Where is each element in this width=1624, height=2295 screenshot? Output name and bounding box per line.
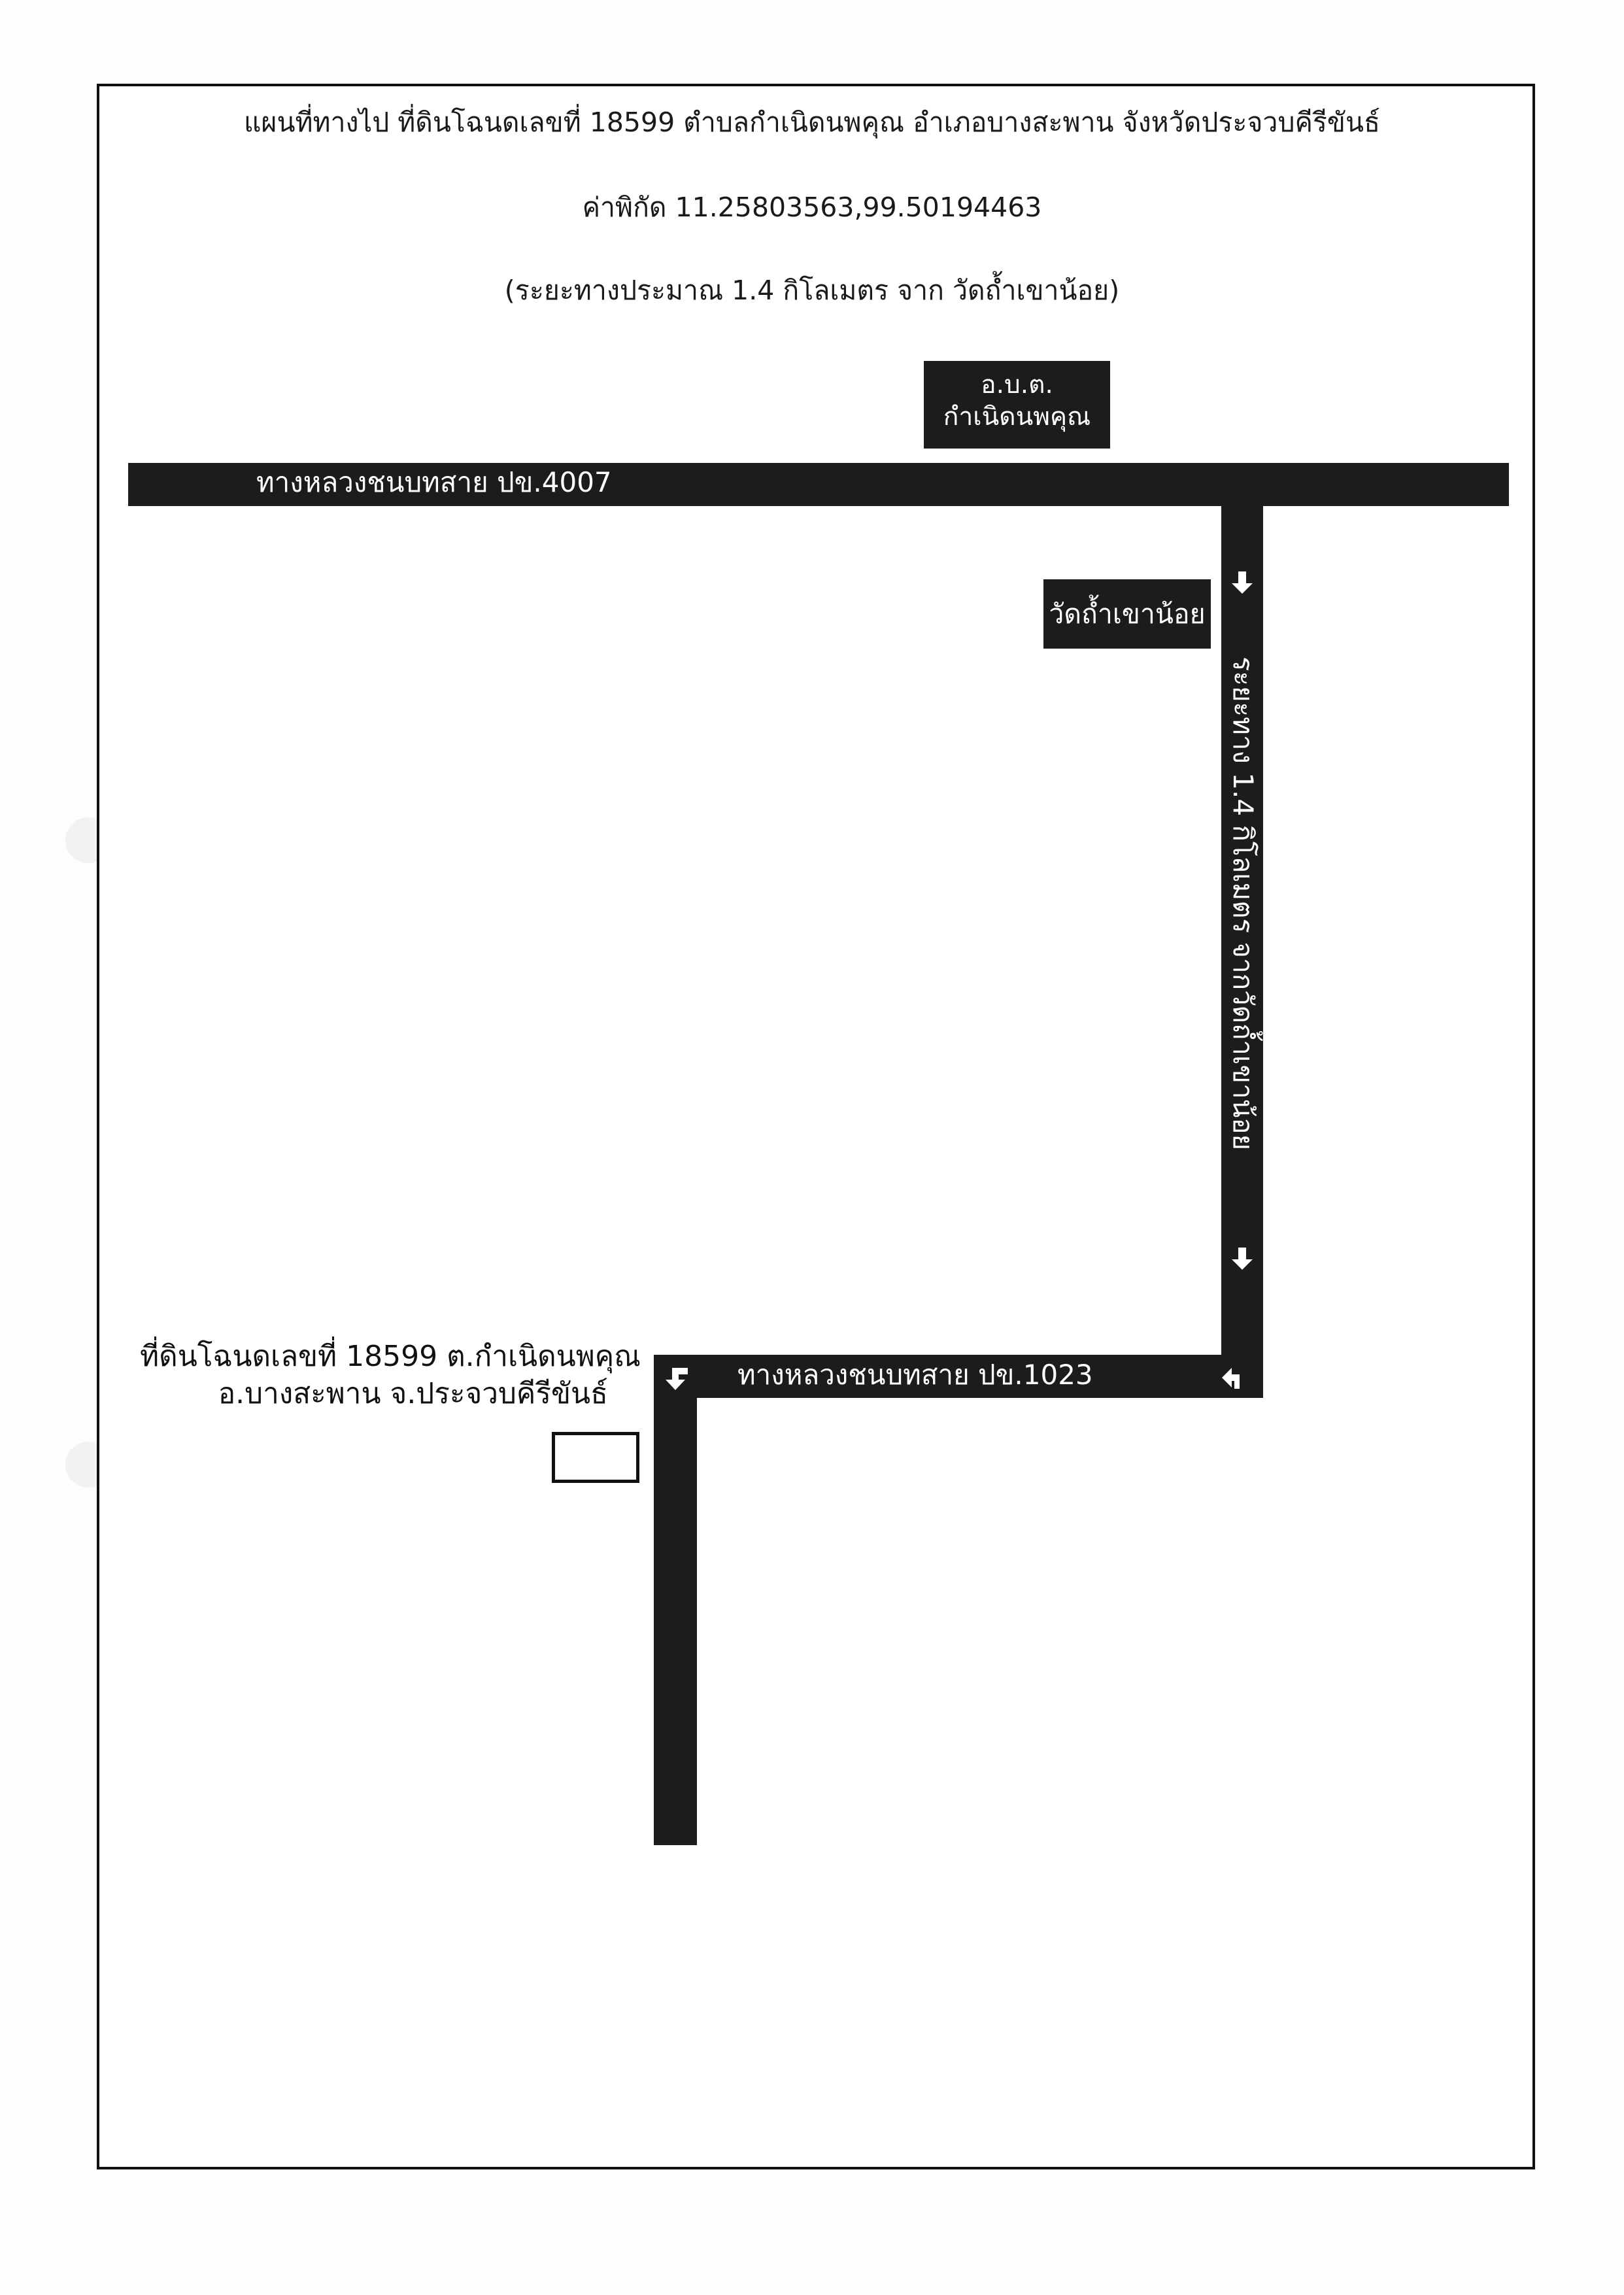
land-plot-marker: [552, 1432, 639, 1483]
road-1023-label: ทางหลวงชนบทสาย ปข.1023: [737, 1359, 1093, 1391]
arrow-down-icon: [1232, 1248, 1253, 1270]
road-4007-label: ทางหลวงชนบทสาย ปข.4007: [256, 466, 612, 498]
plot-label-line2: อ.บางสะพาน จ.ประจวบคีรีขันธ์: [218, 1377, 608, 1411]
plot-label-line1: ที่ดินโฉนดเลขที่ 18599 ต.กำเนิดนพคุณ: [140, 1340, 641, 1373]
road-1023: [654, 1355, 1263, 1398]
plot-label: ที่ดินโฉนดเลขที่ 18599 ต.กำเนิดนพคุณ อ.บ…: [118, 1338, 641, 1412]
coordinates-text: ค่าพิกัด 11.25803563,99.50194463: [582, 192, 1042, 223]
map-frame: [97, 84, 1535, 2169]
road-vertical-plot: [654, 1355, 697, 1845]
landmark-obt-line2: กำเนิดนพคุณ: [943, 401, 1091, 432]
distance-note: (ระยะทางประมาณ 1.4 กิโลเมตร จาก วัดถ้ำเข…: [504, 275, 1120, 306]
arrow-down-icon: [1232, 571, 1253, 594]
landmark-obt: อ.บ.ต. กำเนิดนพคุณ: [924, 361, 1110, 449]
temple-label: วัดถ้ำเขาน้อย: [1043, 579, 1211, 649]
vertical-road-label: ระยะทาง 1.4 กิโลเมตร จากวัดถ้ำเขาน้อย: [1227, 656, 1259, 1151]
road-4007: [128, 463, 1509, 506]
landmark-obt-line1: อ.บ.ต.: [981, 370, 1053, 400]
turn-down-arrow-icon: [666, 1368, 688, 1390]
map-title: แผนที่ทางไป ที่ดินโฉนดเลขที่ 18599 ตำบลก…: [244, 107, 1380, 138]
turn-left-arrow-icon: [1222, 1368, 1240, 1389]
